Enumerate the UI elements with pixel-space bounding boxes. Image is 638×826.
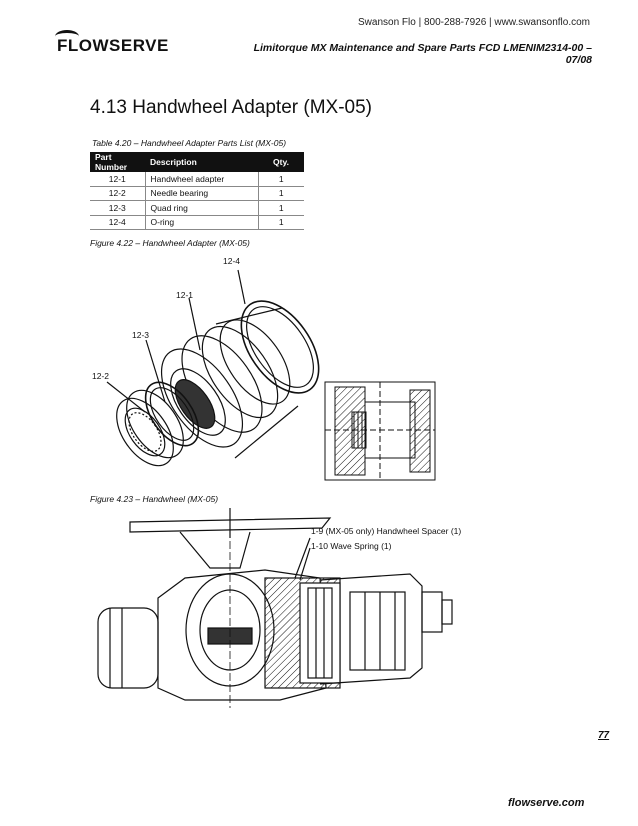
table-row: 12-4 O-ring 1 (90, 215, 304, 230)
qty-cell: 1 (257, 172, 304, 187)
table-header-row: Part Number Description Qty. (90, 152, 304, 172)
callout-12-3: 12-3 (132, 330, 150, 340)
callout-12-1: 12-1 (176, 290, 194, 300)
qty-cell: 1 (257, 215, 304, 230)
qty-cell: 1 (257, 186, 304, 201)
part-number-cell: 12-4 (90, 215, 145, 230)
handwheel-actuator-illustration (97, 508, 453, 708)
footer-website: flowserve.com (508, 797, 585, 809)
parts-table: Part Number Description Qty. 12-1 Handwh… (90, 152, 304, 230)
contact-line: Swanson Flo | 800-288-7926 | www.swanson… (358, 17, 590, 28)
callout-handwheel-spacer: 1-9 (MX-05 only) Handwheel Spacer (1) (311, 526, 462, 536)
description-cell: O-ring (144, 215, 258, 230)
description-cell: Needle bearing (144, 186, 258, 201)
part-number-cell: 12-3 (90, 200, 145, 216)
figure-caption-handwheel: Figure 4.23 – Handwheel (MX-05) (90, 494, 219, 504)
table-row: 12-3 Quad ring 1 (90, 200, 304, 216)
callout-12-2: 12-2 (92, 371, 110, 381)
table-row: 12-2 Needle bearing 1 (90, 186, 304, 201)
logo-text: FLOWSERVE (57, 36, 169, 55)
callout-wave-spring: 1-10 Wave Spring (1) (311, 541, 392, 551)
document-title: Limitorque MX Maintenance and Spare Part… (253, 42, 592, 66)
page-number: 77 (598, 730, 610, 741)
qty-cell: 1 (257, 200, 304, 216)
table-row: 12-1 Handwheel adapter 1 (90, 172, 304, 187)
column-header-description: Description (145, 152, 258, 172)
flowserve-logo: FLOWSERVE (55, 30, 169, 56)
table-caption: Table 4.20 – Handwheel Adapter Parts Lis… (92, 138, 287, 148)
callout-12-4: 12-4 (223, 256, 241, 266)
handwheel-adapter-exploded-illustration (106, 269, 436, 481)
column-header-qty: Qty. (258, 152, 304, 172)
description-cell: Handwheel adapter (144, 172, 258, 187)
part-number-cell: 12-1 (90, 172, 145, 187)
column-header-part-number: Part Number (90, 152, 145, 172)
description-cell: Quad ring (144, 200, 258, 216)
section-title: 4.13 Handwheel Adapter (MX-05) (90, 97, 372, 118)
logo-arc-icon (55, 30, 79, 43)
figure-caption-adapter: Figure 4.22 – Handwheel Adapter (MX-05) (90, 238, 250, 248)
part-number-cell: 12-2 (90, 186, 145, 201)
